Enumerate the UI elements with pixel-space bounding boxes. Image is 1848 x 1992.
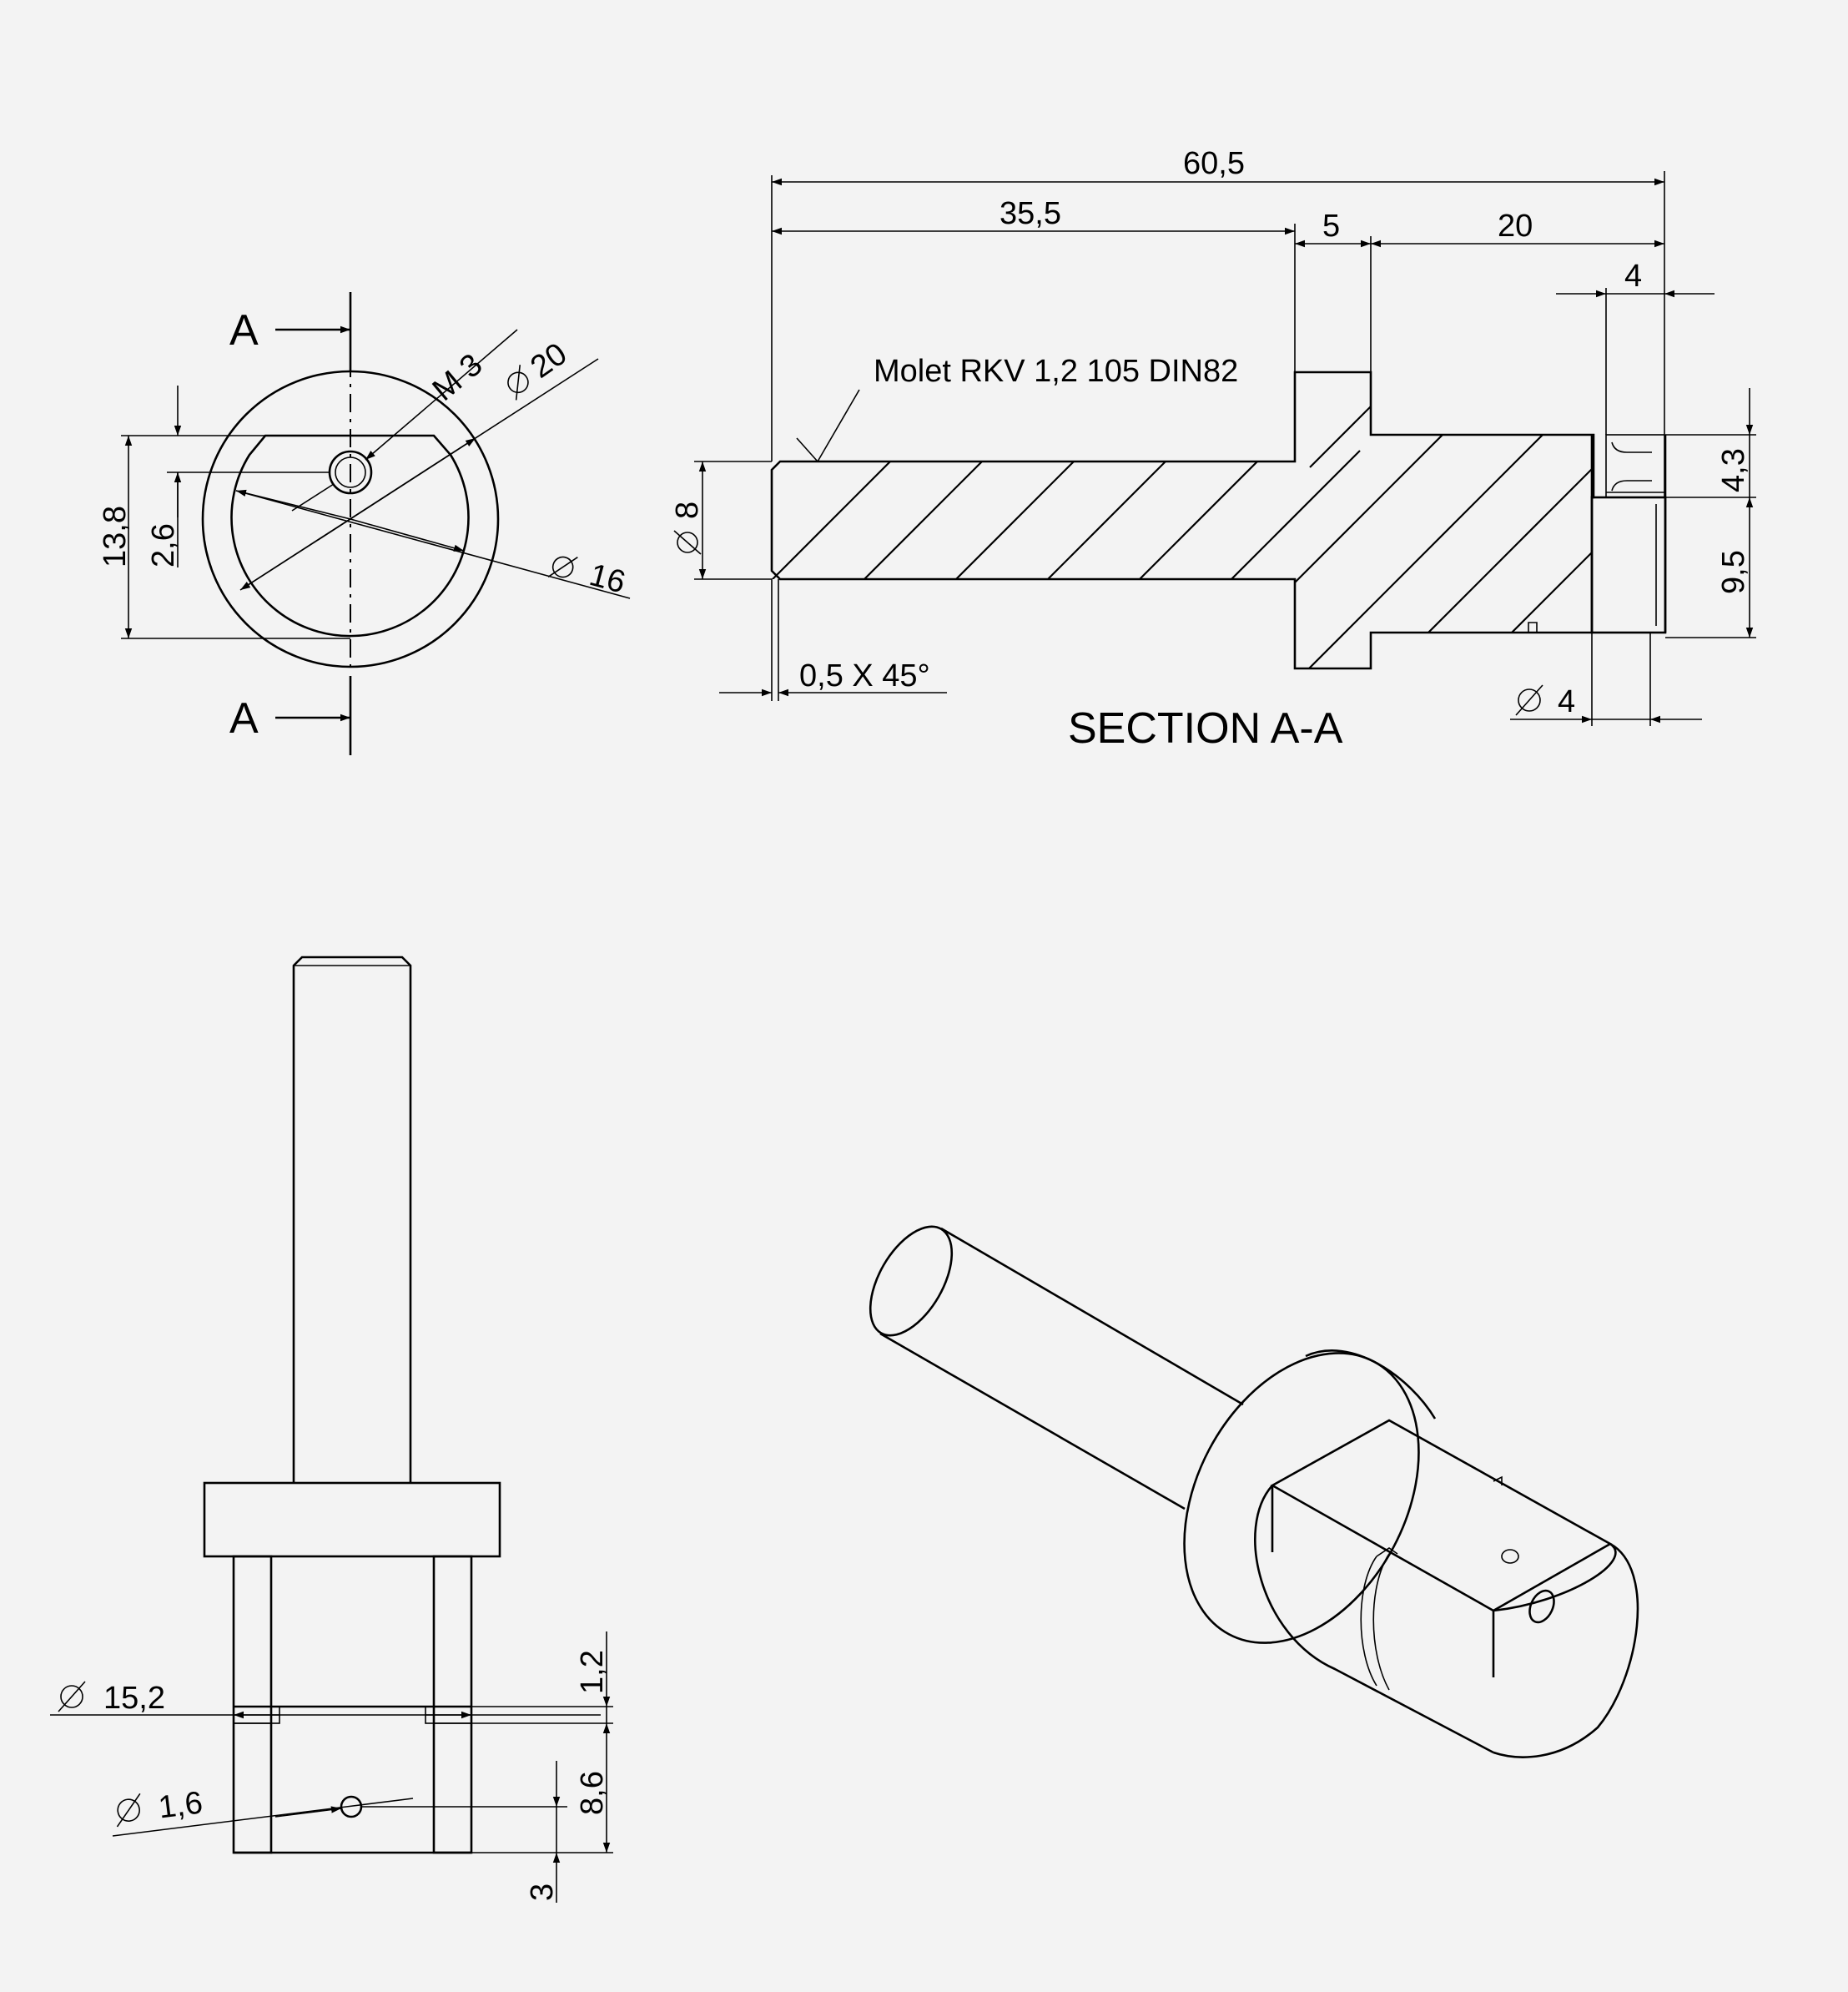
dim-inner-diameter: 16 xyxy=(586,557,629,601)
dim-hole-diameter-group: 1,6 xyxy=(116,1785,205,1828)
left-leg xyxy=(232,1555,273,1854)
dim-groove-diameter: 15,2 xyxy=(103,1681,165,1716)
shaft-outline xyxy=(292,956,412,1483)
section-title: SECTION A-A xyxy=(1068,704,1343,753)
flange xyxy=(203,1481,501,1558)
dim-shaft-diameter-group: 8 xyxy=(670,502,705,555)
dim-height: 13,8 xyxy=(98,506,133,567)
iso-head-end xyxy=(1493,1542,1639,1758)
iso-cross-hole xyxy=(1501,1549,1519,1564)
iso-bore xyxy=(1528,1589,1555,1624)
section-marker-bottom: A xyxy=(229,694,259,743)
section-view: 60,5 35,5 5 20 4 4,3 9,5 8 xyxy=(670,146,1756,753)
diameter-symbol-icon xyxy=(60,1685,83,1708)
dia20-arrow-a xyxy=(350,437,476,520)
dim-lower-height: 9,5 xyxy=(1716,550,1751,594)
dim-flange: 5 xyxy=(1322,209,1340,244)
dim-hole-position: 8,6 xyxy=(575,1771,610,1815)
dia20-arrow-b xyxy=(239,518,351,591)
diameter-symbol-icon xyxy=(117,1798,140,1822)
diameter-symbol-icon xyxy=(1518,688,1541,712)
bore xyxy=(1590,496,1667,634)
thread-leader xyxy=(365,329,518,461)
inner-profile xyxy=(230,434,470,638)
dia16-line xyxy=(235,490,631,599)
iso-head-top xyxy=(1270,1419,1613,1612)
iso-shaft-end xyxy=(869,1225,954,1337)
dim-bore-diameter: 4 xyxy=(1558,684,1575,719)
dia16-arrow-b xyxy=(235,489,351,520)
dim-hole-offset: 3 xyxy=(525,1884,560,1901)
dim-slot-width: 4 xyxy=(1624,259,1642,294)
iso-flange-front xyxy=(1183,1352,1420,1644)
dim-groove-width: 1,2 xyxy=(575,1650,610,1694)
right-leg xyxy=(432,1555,473,1854)
section-hatching xyxy=(772,375,1594,668)
dim-outer-diameter: 20 xyxy=(525,336,574,386)
knurl-note: Molet RKV 1,2 105 DIN82 xyxy=(874,354,1238,389)
dim-bore-diameter-group: 4 xyxy=(1515,684,1575,719)
front-view: A A M 3 20 16 13,8 2,6 xyxy=(98,292,631,755)
diameter-symbol-icon xyxy=(551,556,574,578)
dim-head-length: 20 xyxy=(1498,209,1533,244)
dim-offset: 2,6 xyxy=(146,523,181,567)
dia16-arrow-a xyxy=(350,518,465,552)
dim-inner-diameter-group: 16 xyxy=(547,556,629,601)
dim-hole-diameter: 1,6 xyxy=(157,1785,205,1825)
iso-flange-rim xyxy=(1305,1349,1437,1420)
iso-groove xyxy=(1360,1553,1390,1691)
dim-shaft-diameter: 8 xyxy=(670,502,705,519)
dim-groove-diameter-group: 15,2 xyxy=(58,1681,165,1716)
dim-upper-height: 4,3 xyxy=(1716,448,1751,492)
isometric-view xyxy=(869,1225,1639,1758)
dim-outer-diameter-group: 20 xyxy=(507,336,574,401)
dim-chamfer: 0,5 X 45° xyxy=(799,658,930,693)
diameter-symbol-icon xyxy=(507,371,529,394)
slot-upper xyxy=(1605,434,1665,498)
iso-head-side xyxy=(1271,1485,1495,1677)
diameter-symbol-icon xyxy=(677,532,698,553)
section-marker-top: A xyxy=(229,306,259,355)
section-outline xyxy=(770,371,1595,670)
iso-shaft xyxy=(879,1227,1244,1510)
side-view: 15,2 1,6 1,2 8,6 3 xyxy=(50,956,613,1903)
dim-shaft-length: 35,5 xyxy=(1000,196,1061,231)
iso-head-body xyxy=(1254,1485,1494,1754)
dim-total-length: 60,5 xyxy=(1183,146,1245,181)
